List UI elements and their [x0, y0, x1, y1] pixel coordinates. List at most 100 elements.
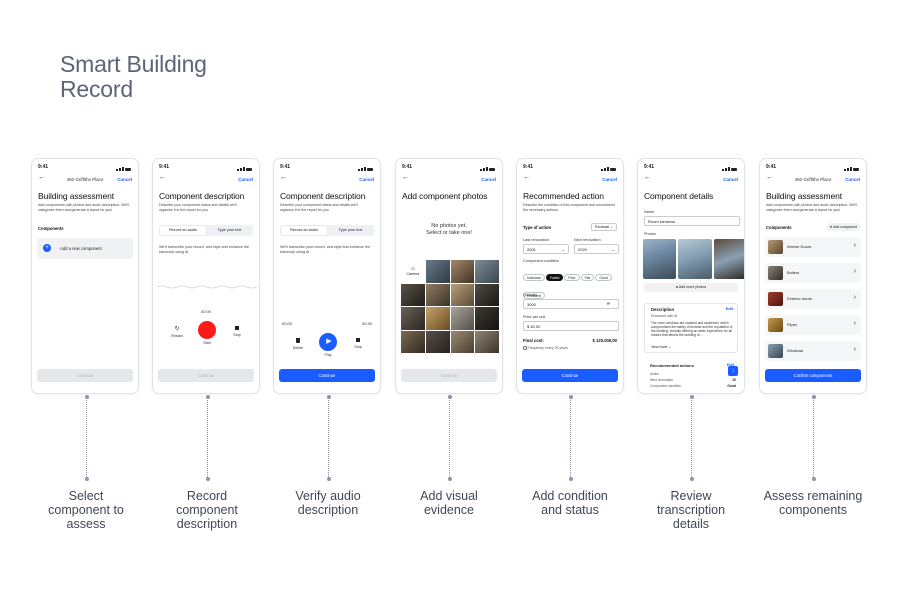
photo-thumb[interactable]: [450, 283, 475, 306]
component-row-windows[interactable]: Windows ›: [765, 341, 861, 361]
back-arrow-icon[interactable]: ←: [644, 174, 651, 181]
continue-button[interactable]: Continue: [401, 369, 497, 382]
component-row-exterior-doors[interactable]: Exterior doors ›: [765, 289, 861, 309]
add-more-photos-button[interactable]: ◘ Add more photos: [644, 283, 738, 292]
confirm-components-button[interactable]: Confirm components: [765, 369, 861, 382]
component-thumb: [768, 240, 783, 254]
cancel-link[interactable]: Cancel: [359, 177, 374, 182]
camera-tile[interactable]: ⌂ Camera: [401, 260, 425, 283]
photo-thumb[interactable]: [475, 307, 499, 330]
back-arrow-icon[interactable]: ←: [402, 174, 409, 181]
add-component-button[interactable]: ⊕ Add component: [826, 223, 860, 231]
photo-thumb[interactable]: [450, 260, 475, 283]
cancel-link[interactable]: Cancel: [723, 177, 738, 182]
chip-fair[interactable]: Fair: [580, 274, 595, 281]
connector-line: [689, 395, 694, 481]
stop-square-icon: [235, 326, 239, 330]
continue-button[interactable]: Continue: [522, 369, 618, 382]
cancel-link[interactable]: Cancel: [117, 177, 132, 182]
chip-failed[interactable]: Failed: [546, 274, 564, 281]
status-time: 9:41: [766, 164, 777, 170]
signal-battery-icon: [237, 165, 253, 171]
photo-thumb[interactable]: [643, 239, 677, 279]
continue-button[interactable]: Continue: [37, 369, 133, 382]
type-of-action-select[interactable]: Renewal ⌄: [591, 223, 617, 231]
nav-bar: ← 460 Griffiths Place Cancel: [38, 174, 132, 183]
status-bar: 9:41: [402, 164, 496, 172]
photo-thumb[interactable]: [425, 307, 450, 330]
back-arrow-icon[interactable]: ←: [38, 174, 45, 181]
chip-good[interactable]: Good: [595, 274, 612, 281]
caption-line: Add condition: [532, 489, 608, 503]
cancel-link[interactable]: Cancel: [238, 177, 253, 182]
continue-button[interactable]: Continue: [158, 369, 254, 382]
view-more-link[interactable]: View more ⌄: [651, 345, 671, 349]
transcription-hint: We'll transcribe your record, and style …: [159, 245, 250, 254]
photo-thumb[interactable]: [401, 307, 425, 330]
photo-thumb[interactable]: [425, 283, 450, 306]
next-renovation-select[interactable]: 2020 ⌄: [574, 244, 619, 254]
back-arrow-icon[interactable]: ←: [159, 174, 166, 181]
play-control[interactable]: ▶ Play: [318, 333, 338, 357]
stop-control[interactable]: Stop: [348, 337, 368, 349]
description-edit-link[interactable]: Edit: [725, 307, 733, 311]
price-per-unit-input[interactable]: $ 40,00: [523, 321, 619, 331]
quantity-input[interactable]: 3000 ft²: [523, 299, 619, 309]
screen-title: Component description: [280, 191, 366, 201]
photo-thumb[interactable]: [713, 239, 744, 279]
back-arrow-icon[interactable]: ←: [766, 174, 773, 181]
stop-control[interactable]: Stop: [227, 325, 247, 337]
screen-description: Describe the condition of this component…: [523, 203, 615, 212]
continue-button[interactable]: Continue: [279, 369, 375, 382]
record-timer: 00:00: [200, 309, 211, 314]
component-row-pipes[interactable]: Pipes ›: [765, 315, 861, 335]
name-value: Room windows: [648, 219, 676, 224]
frequency-toggle[interactable]: Frequency every 25 years: [523, 346, 568, 350]
restart-control[interactable]: ↻ Restart: [167, 325, 187, 338]
record-dot-icon: [198, 321, 216, 339]
photo-thumb[interactable]: [425, 260, 450, 283]
tab-record-audio[interactable]: Record an audio: [160, 226, 206, 235]
last-renovation-select[interactable]: 2001 ⌄: [523, 244, 569, 254]
recommended-edit-link[interactable]: Edit: [726, 363, 734, 367]
photo-thumb[interactable]: [475, 260, 499, 283]
name-input[interactable]: Room windows: [644, 216, 740, 226]
photo-thumb[interactable]: [475, 330, 499, 353]
photo-thumb[interactable]: [450, 330, 475, 353]
component-row-boilers[interactable]: Boilers ›: [765, 263, 861, 283]
component-row-interior-doors[interactable]: Interior Doors ›: [765, 237, 861, 257]
cancel-link[interactable]: Cancel: [481, 177, 496, 182]
scroll-down-fab[interactable]: ↓: [728, 366, 738, 376]
photo-thumb[interactable]: [475, 283, 499, 306]
tab-type-text[interactable]: Type your text: [217, 228, 242, 232]
tab-record-audio[interactable]: Record an audio: [281, 226, 327, 235]
view-more-label: View more: [651, 345, 668, 349]
rec-row-label: Component condition: [650, 384, 682, 388]
back-arrow-icon[interactable]: ←: [523, 174, 530, 181]
back-arrow-icon[interactable]: ←: [280, 174, 287, 181]
chip-unknown[interactable]: Unknown: [523, 274, 546, 281]
delete-control[interactable]: Delete: [288, 337, 308, 350]
add-component-row[interactable]: + Add a new component: [37, 238, 133, 259]
chip-poor[interactable]: Poor: [564, 274, 580, 281]
camera-icon: ⌂: [411, 266, 415, 272]
caption-line: details: [672, 517, 710, 531]
caption-line: Record: [186, 489, 228, 503]
screen-title: Component description: [159, 191, 245, 201]
photo-thumb[interactable]: [450, 307, 475, 330]
connector-line: [326, 395, 331, 481]
stop-label: Stop: [354, 345, 362, 349]
type-of-action-label: Type of action: [523, 225, 552, 230]
tab-type-text[interactable]: Type your text: [338, 228, 363, 232]
start-record-control[interactable]: Start: [197, 321, 217, 345]
connector-line: [84, 395, 89, 481]
component-label: Exterior doors: [787, 296, 812, 301]
cancel-link[interactable]: Cancel: [602, 177, 617, 182]
photo-thumb[interactable]: [401, 283, 425, 306]
photo-thumb[interactable]: [678, 239, 712, 279]
photo-thumb[interactable]: [425, 330, 450, 353]
photo-thumb[interactable]: [401, 330, 425, 353]
stop-label: Stop: [233, 333, 241, 337]
chip-excellent[interactable]: Excellent: [523, 292, 545, 299]
cancel-link[interactable]: Cancel: [845, 177, 860, 182]
